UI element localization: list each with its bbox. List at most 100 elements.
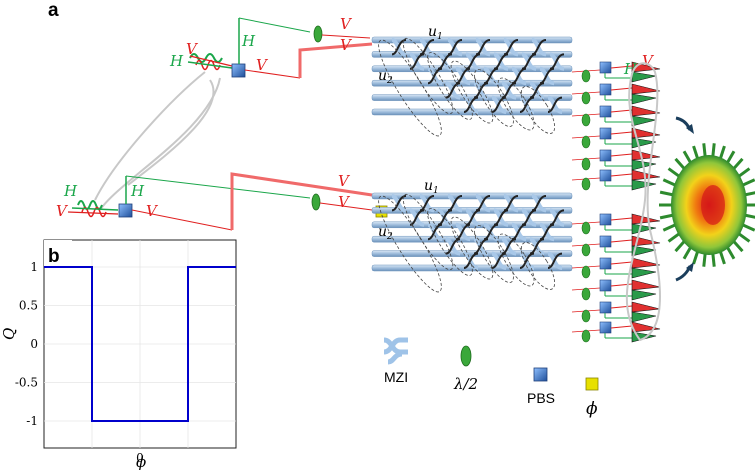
- lower-mzi-mesh: [371, 192, 573, 293]
- upper-mzi-shadow: [419, 39, 435, 56]
- sphere-spike: [692, 250, 700, 265]
- source-fibers: [94, 71, 221, 211]
- lower-unit-outline: [402, 193, 454, 271]
- upper-mzi-shadow: [531, 39, 547, 56]
- upper-mzi-shadow: [447, 39, 463, 56]
- sphere-spike: [659, 213, 675, 220]
- upper-mzi-shadow: [473, 82, 489, 99]
- lower-mzi-shadow: [519, 252, 535, 269]
- sphere-spike: [692, 145, 700, 160]
- chart-y-ticks: 10.50-0.5-1: [15, 260, 38, 428]
- output-v-line: [610, 65, 633, 69]
- legend-phi-label: ϕ: [586, 399, 598, 419]
- output-half-wave-plate: [581, 329, 591, 343]
- output-v-line: [610, 153, 633, 157]
- sphere-spike: [725, 245, 736, 260]
- output-v-line: [610, 325, 633, 329]
- upper-v-label-2: V: [340, 36, 353, 54]
- lower-mzi-shadow: [437, 209, 453, 226]
- upper-mzi-mesh: [371, 36, 573, 137]
- sphere-spike: [702, 252, 707, 267]
- lower-mzi-shadow: [445, 238, 461, 255]
- output-v-line: [610, 131, 633, 135]
- sphere-spike: [743, 191, 755, 197]
- upper-h-pulse: [189, 53, 223, 63]
- upper-mzi-shadow: [539, 67, 555, 85]
- chart-x-axis-label: ϕ: [136, 453, 146, 471]
- lower-u1-label: u1: [424, 178, 439, 196]
- lower-mzi-shadow: [501, 238, 517, 255]
- upper-mzi-shadow: [483, 67, 499, 85]
- lower-mzi-shadow: [427, 223, 443, 241]
- output-pbs: [599, 279, 612, 292]
- output-green-cone: [631, 289, 657, 301]
- output-red-cone: [631, 83, 661, 95]
- lower-source-h-label: H: [63, 182, 78, 200]
- chart-y-axis-label: Q: [0, 328, 18, 340]
- lower-mzi-shadow: [447, 195, 463, 212]
- output-pbs: [599, 257, 612, 270]
- sphere-spike: [743, 213, 755, 219]
- mzi-legend-icon: [383, 337, 408, 365]
- output-green-cone: [631, 179, 657, 191]
- upper-mzi-shadow: [529, 82, 545, 99]
- lower-source-v-label: V: [56, 202, 69, 220]
- output-red-cone: [631, 105, 661, 117]
- output-pbs: [599, 301, 612, 314]
- upper-mzi-shadow: [511, 67, 527, 85]
- output-red-cone: [631, 301, 661, 313]
- sphere-spike: [659, 190, 675, 197]
- output-half-wave-plate: [581, 113, 591, 127]
- lower-v-label-2: V: [338, 193, 351, 211]
- upper-source-pbs: [231, 63, 246, 78]
- lower-source: H V H V V V: [56, 172, 388, 231]
- upper-half-wave-plate: [313, 25, 323, 43]
- output-green-cone: [631, 93, 657, 105]
- sphere-spike: [674, 157, 687, 171]
- output-stages: [571, 61, 661, 343]
- y-tick-label: -1: [26, 414, 38, 428]
- sphere-spike: [682, 245, 693, 260]
- panel-a-label: a: [48, 0, 59, 21]
- sphere-spike: [731, 157, 744, 171]
- legend-phase-icon: [585, 377, 599, 391]
- output-green-cone: [631, 245, 657, 257]
- output-pbs: [599, 61, 612, 74]
- lower-mzi-shadow: [503, 195, 519, 212]
- sphere-spike: [737, 232, 751, 243]
- upper-unit-outline: [378, 39, 442, 137]
- upper-u1-label: u1: [428, 24, 443, 42]
- sphere-spike: [674, 239, 687, 253]
- sphere-spike: [682, 150, 693, 165]
- upper-v-label-1: V: [340, 15, 353, 33]
- lower-u2-label: u2: [378, 224, 393, 242]
- lower-half-wave-plate: [311, 193, 321, 211]
- y-tick-label: 0.5: [19, 298, 38, 312]
- upper-source: H V H V V V: [169, 15, 373, 79]
- lower-mzi-shadow: [391, 195, 407, 212]
- output-pbs: [599, 235, 612, 248]
- upper-mzi-shadow: [493, 53, 509, 70]
- legend-mzi-label: MZI: [384, 369, 408, 385]
- output-v-line: [610, 261, 633, 265]
- sphere-spike: [662, 223, 677, 232]
- output-green-cone: [631, 223, 657, 235]
- sphere-spike: [737, 167, 751, 178]
- lower-v-label-1: V: [338, 172, 351, 190]
- output-pbs: [599, 321, 612, 334]
- lower-mzi-shadow: [531, 195, 547, 212]
- upper-mzi-shadow: [445, 82, 461, 99]
- lower-unit-outline: [378, 195, 442, 293]
- output-h-label: H: [623, 60, 638, 78]
- arrow-top-head: [686, 124, 694, 134]
- x-tick-label: 0: [136, 451, 144, 465]
- output-half-wave-plate: [581, 287, 591, 301]
- upper-mzi-shadow: [503, 39, 519, 56]
- upper-mzi-shadow: [547, 96, 563, 113]
- panel-b-badge: [44, 240, 72, 266]
- y-tick-label: 0: [30, 337, 38, 351]
- upper-source-h-label: H: [169, 52, 184, 70]
- upper-unit-outline: [402, 37, 454, 115]
- upper-source-v-label: V: [186, 40, 199, 58]
- output-half-wave-plate: [581, 157, 591, 171]
